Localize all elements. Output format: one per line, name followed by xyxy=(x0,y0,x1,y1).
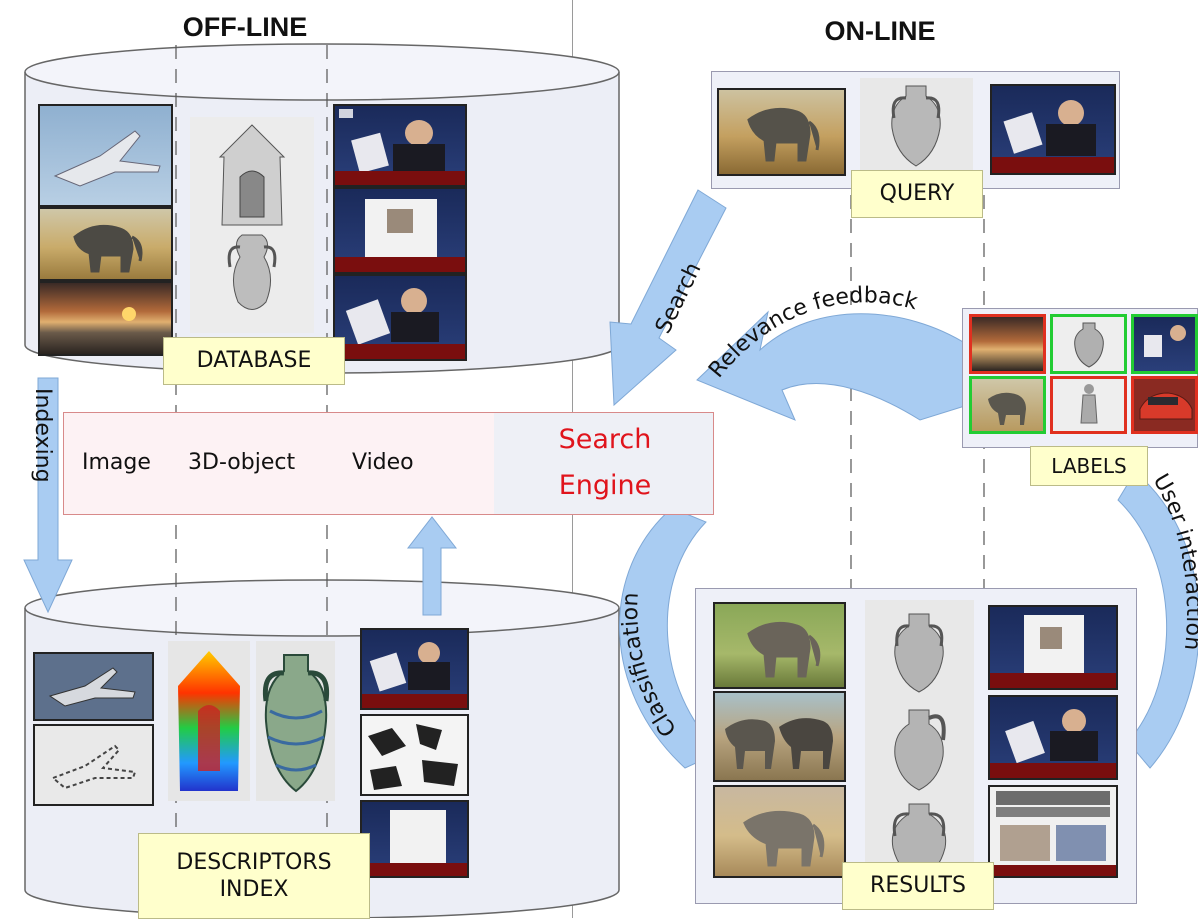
label-elephant-positive[interactable] xyxy=(969,376,1046,434)
query-elephant-image[interactable] xyxy=(717,88,846,176)
search-engine-title-line2: Engine xyxy=(558,470,652,501)
elephant-image xyxy=(38,207,173,281)
results-label: RESULTS xyxy=(842,862,994,910)
news-edge-descriptor xyxy=(360,714,469,796)
vase-texture-descriptor xyxy=(256,641,335,801)
elephant-icon xyxy=(73,224,143,273)
result-elephant-3[interactable] xyxy=(713,785,846,878)
label-vase-positive[interactable] xyxy=(1050,314,1127,374)
engine-image-label: Image xyxy=(82,450,151,475)
up-arrow xyxy=(406,516,458,616)
offline-title: OFF-LINE xyxy=(182,12,308,42)
news-video-2 xyxy=(333,187,467,274)
result-news-3[interactable] xyxy=(988,785,1118,878)
jet-image xyxy=(38,104,173,207)
result-elephant-2[interactable] xyxy=(713,691,846,782)
user-interaction-arc xyxy=(1117,471,1198,769)
indexing-arrow xyxy=(23,377,73,614)
engine-3d-object-label: 3D-object xyxy=(188,450,296,475)
query-label: QUERY xyxy=(851,170,983,218)
label-sunset-negative[interactable] xyxy=(969,314,1046,374)
news-video-3 xyxy=(333,274,467,361)
news-descriptor-1 xyxy=(360,628,469,710)
result-vases-column[interactable] xyxy=(865,600,974,888)
result-news-1[interactable] xyxy=(988,605,1118,690)
jet-icon xyxy=(53,130,161,187)
label-news-positive[interactable] xyxy=(1131,314,1198,374)
labels-label: LABELS xyxy=(1030,446,1148,486)
sunset-image xyxy=(38,281,173,356)
descriptors-label-line1: DESCRIPTORS xyxy=(176,849,332,875)
relevance-feedback-arrow xyxy=(696,310,969,421)
classification-arc xyxy=(619,507,721,769)
search-engine-title-line1: Search xyxy=(558,424,652,455)
indexing-label: Indexing xyxy=(30,388,55,483)
temple-icon xyxy=(218,124,286,310)
result-elephant-1[interactable] xyxy=(713,602,846,689)
descriptors-index-label: DESCRIPTORS INDEX xyxy=(138,833,370,919)
query-vase-image[interactable] xyxy=(860,78,973,173)
database-label: DATABASE xyxy=(163,337,345,385)
jet-descriptor-image xyxy=(33,652,154,721)
label-car-negative[interactable] xyxy=(1131,376,1198,434)
label-statue-negative[interactable] xyxy=(1050,376,1127,434)
temple-heatmap-descriptor xyxy=(168,641,250,801)
news-video-1 xyxy=(333,104,467,187)
database-cylinder xyxy=(24,43,620,374)
news-descriptor-2 xyxy=(360,800,469,878)
descriptors-label-line2: INDEX xyxy=(219,877,289,902)
search-arrow xyxy=(609,189,727,407)
engine-video-label: Video xyxy=(352,450,414,475)
jet-edge-descriptor xyxy=(33,724,154,806)
online-title: ON-LINE xyxy=(824,16,936,46)
result-news-2[interactable] xyxy=(988,695,1118,780)
query-news-video[interactable] xyxy=(990,84,1116,175)
search-engine-box[interactable] xyxy=(63,412,714,515)
sun-icon xyxy=(122,307,136,321)
temple-3d-image xyxy=(190,117,314,333)
